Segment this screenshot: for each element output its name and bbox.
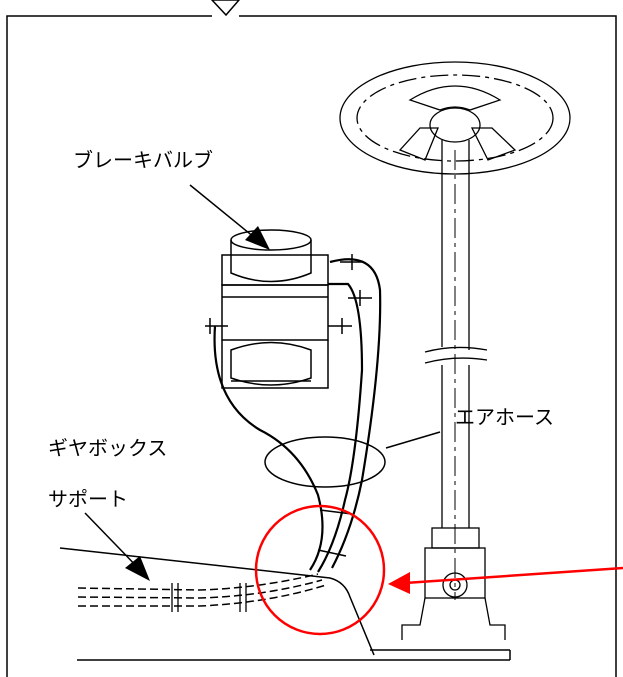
arrow-head-brake-valve [245,226,270,250]
brake-valve-label: ブレーキバルブ [73,148,213,172]
hidden-hose-path [77,573,327,607]
highlight-arrow-line [404,566,623,585]
gearbox-support [59,547,375,656]
steering-column [424,140,488,600]
floor [77,649,511,661]
hose-clamps [171,583,247,612]
air-hose-callout-ellipse [264,436,386,488]
highlight-circle [254,504,386,636]
arrow-head-gearbox-support [125,556,150,581]
highlight-arrow-head [388,572,410,594]
air-hose-label: エアホース [455,405,554,429]
gearbox-support-label-line1: ギヤボックス [48,436,168,460]
brake-valve-body [221,229,329,389]
steering-wheel [339,61,571,175]
frame [6,0,617,677]
gearbox-support-label-line2: サポート [48,487,128,511]
air-hoses [205,254,382,573]
column-bracket [401,527,506,640]
